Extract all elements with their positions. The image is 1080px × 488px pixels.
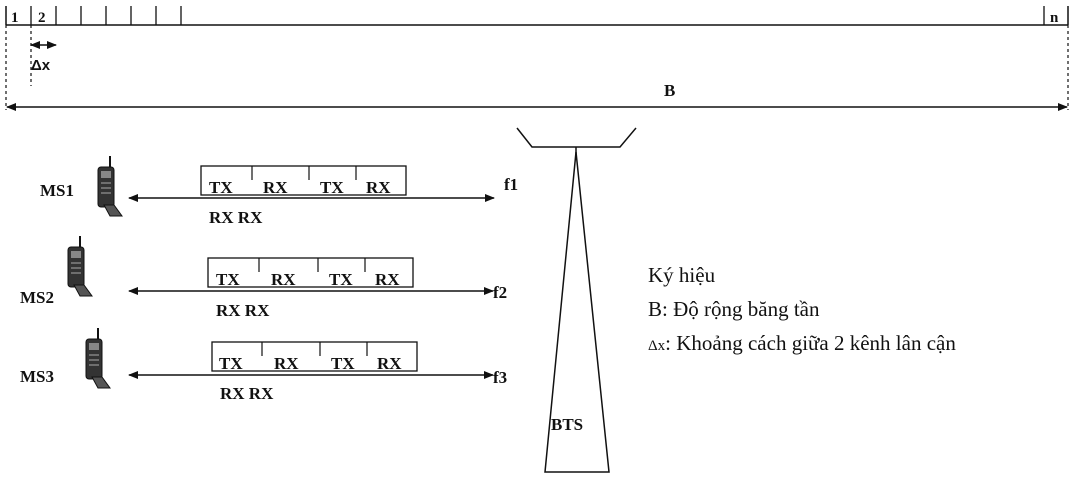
frequency-label: f1 <box>504 175 518 194</box>
ms2-label: MS2 <box>20 288 54 307</box>
mobile-station-1: MS1 TX RX TX RX RX RX f1 <box>40 156 518 227</box>
slot-label: TX <box>209 178 233 197</box>
frequency-label: f2 <box>493 283 507 302</box>
slot-label: RX <box>377 354 402 373</box>
channel-spacing-marker: Δx <box>30 25 57 86</box>
rx-rx-label: RX RX <box>209 208 263 227</box>
slot-label: RX <box>271 270 296 289</box>
legend-spacing: Δx: Khoảng cách giữa 2 kênh lân cận <box>648 331 956 355</box>
mobile-station-2: MS2 TX RX TX RX RX RX f2 <box>20 236 507 320</box>
slot-label: TX <box>329 270 353 289</box>
legend-spacing-text: : Khoảng cách giữa 2 kênh lân cận <box>665 331 956 355</box>
slot-label: RX <box>263 178 288 197</box>
rx-rx-label: RX RX <box>220 384 274 403</box>
mobile-station-3: MS3 TX RX TX RX RX RX f3 <box>20 328 507 403</box>
ms3-label: MS3 <box>20 367 54 386</box>
slot-label: TX <box>320 178 344 197</box>
legend-bandwidth: B: Độ rộng băng tần <box>648 297 820 321</box>
slot-label: RX <box>375 270 400 289</box>
mobile-phone-icon <box>97 156 123 217</box>
tower-body <box>544 151 610 473</box>
slot-label: TX <box>216 270 240 289</box>
bandwidth-marker: B <box>5 25 1069 111</box>
ms1-label: MS1 <box>40 181 74 200</box>
spacing-label: Δx <box>31 57 51 74</box>
first-channel-label: 1 <box>11 10 19 26</box>
mobile-phone-icon <box>67 236 93 297</box>
second-channel-label: 2 <box>38 10 46 26</box>
bts-tower: BTS <box>516 127 637 473</box>
slot-label: TX <box>219 354 243 373</box>
slot-label: TX <box>331 354 355 373</box>
frequency-label: f3 <box>493 368 507 387</box>
last-channel-label: n <box>1050 10 1059 26</box>
legend: Ký hiệu B: Độ rộng băng tần Δx: Khoảng c… <box>648 263 956 355</box>
legend-title: Ký hiệu <box>648 263 716 287</box>
rx-rx-label: RX RX <box>216 301 270 320</box>
bts-label: BTS <box>551 415 583 434</box>
legend-spacing-symbol: Δx <box>648 338 666 354</box>
slot-label: RX <box>366 178 391 197</box>
bandwidth-label: B <box>664 81 675 100</box>
antenna-dish <box>516 127 637 148</box>
channel-ruler: 1 2 n <box>5 6 1069 26</box>
slot-label: RX <box>274 354 299 373</box>
mobile-phone-icon <box>85 328 111 389</box>
